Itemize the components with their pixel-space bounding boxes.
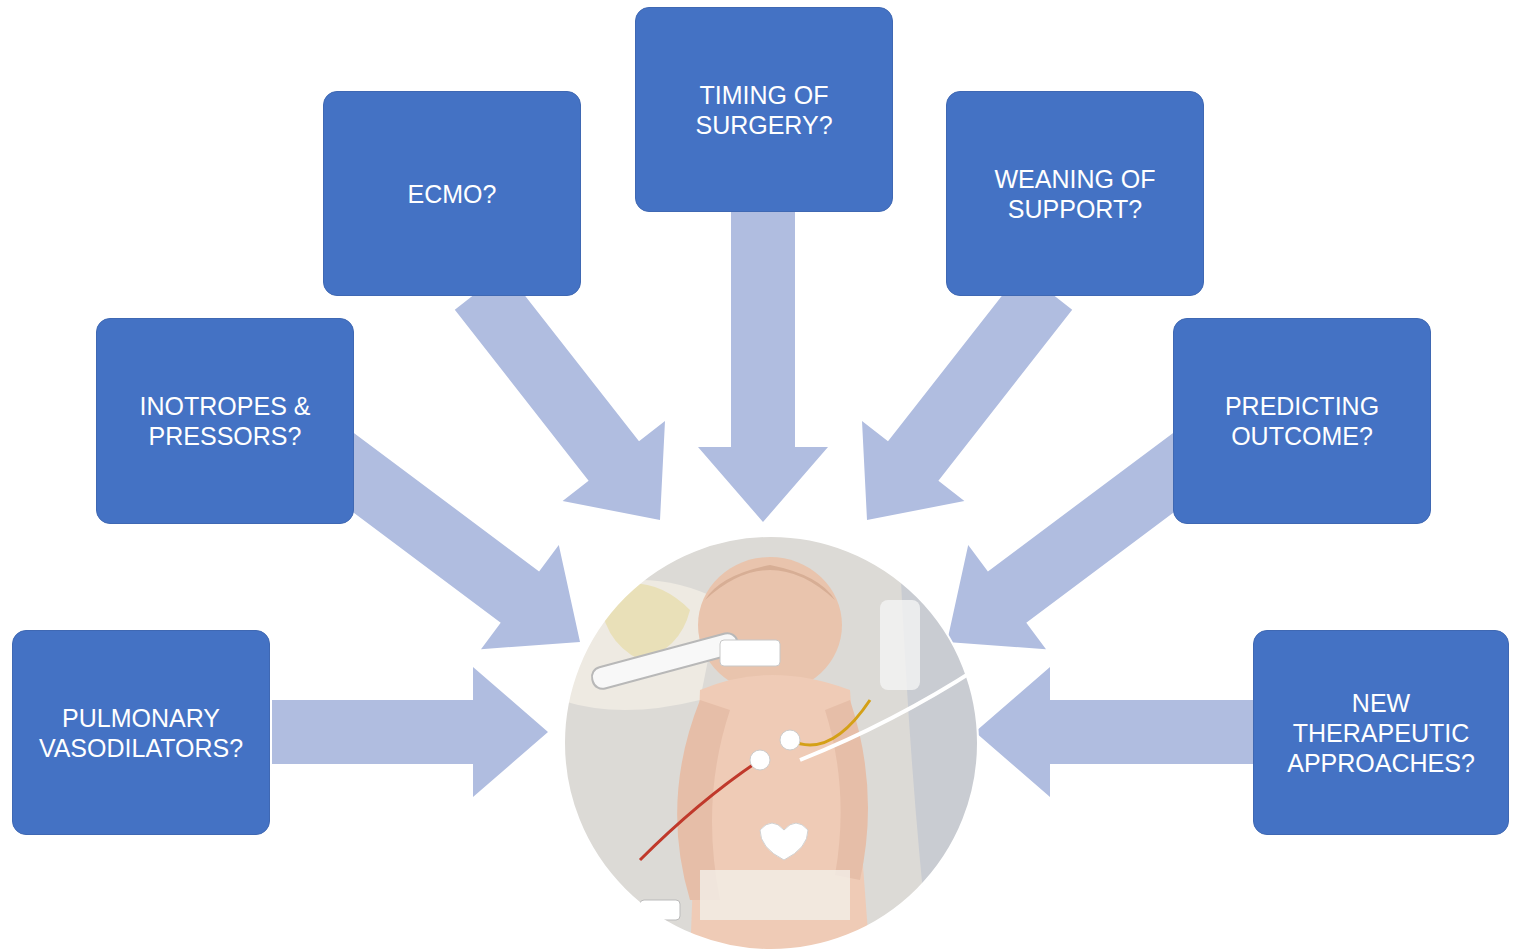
- question-box: INOTROPES & PRESSORS?: [96, 318, 354, 524]
- block-arrow: [975, 667, 1257, 797]
- question-box: PREDICTING OUTCOME?: [1173, 318, 1431, 524]
- block-arrow: [272, 667, 548, 797]
- box-label: INOTROPES & PRESSORS?: [115, 391, 335, 451]
- infant-photo: [560, 530, 990, 951]
- question-box: PULMONARY VASODILATORS?: [12, 630, 270, 835]
- block-arrow: [455, 270, 665, 520]
- question-box: NEW THERAPEUTIC APPROACHES?: [1253, 630, 1509, 835]
- block-arrow: [698, 212, 828, 522]
- box-label: PREDICTING OUTCOME?: [1192, 391, 1412, 451]
- question-box: TIMING OF SURGERY?: [635, 7, 893, 212]
- box-label: PULMONARY VASODILATORS?: [31, 703, 251, 763]
- box-label: WEANING OF SUPPORT?: [965, 164, 1185, 224]
- box-label: ECMO?: [408, 179, 497, 209]
- question-box: ECMO?: [323, 91, 581, 296]
- box-label: NEW THERAPEUTIC APPROACHES?: [1272, 688, 1490, 778]
- question-box: WEANING OF SUPPORT?: [946, 91, 1204, 296]
- block-arrow: [862, 270, 1072, 520]
- box-label: TIMING OF SURGERY?: [654, 80, 874, 140]
